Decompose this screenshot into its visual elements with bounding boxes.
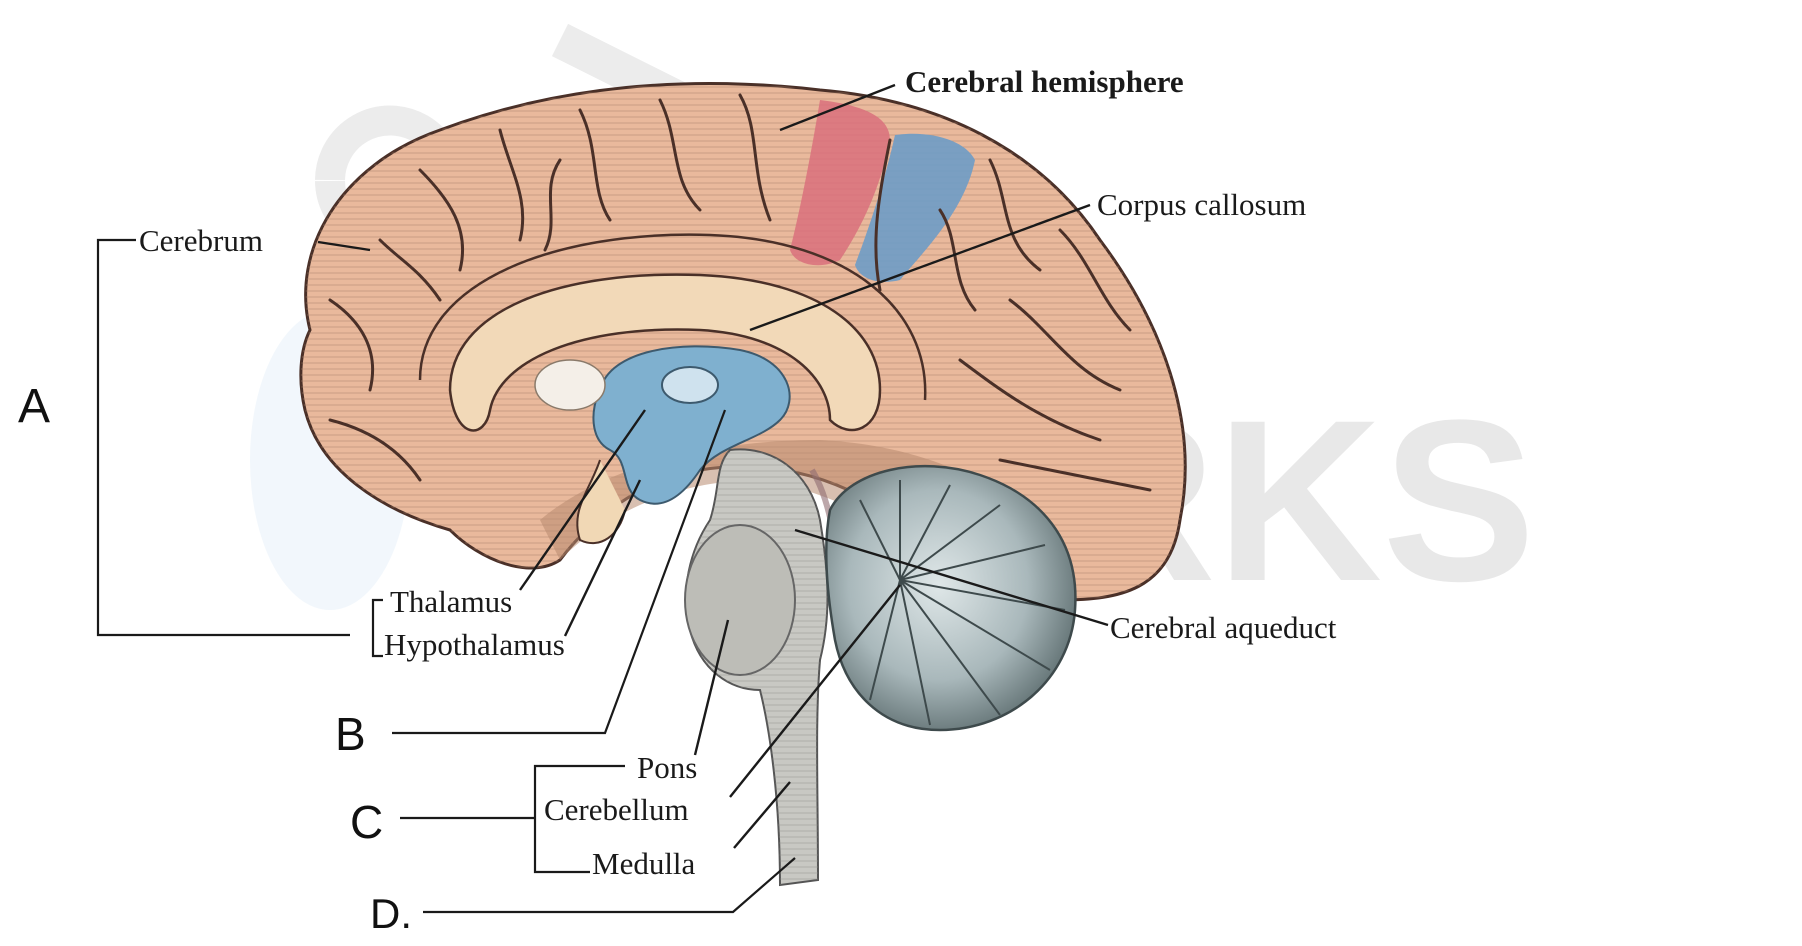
pons-leader: [693, 619, 730, 756]
b-leader: [392, 409, 727, 735]
d-leader: [423, 857, 796, 914]
medulla-label: Medulla: [592, 846, 696, 881]
cerebral-hemisphere-leader: [779, 83, 896, 132]
cerebral-aqueduct-label: Cerebral aqueduct: [1110, 610, 1337, 645]
cerebral-aqueduct-leader: [794, 528, 1109, 627]
cerebellum-leader: [729, 584, 901, 798]
medulla-leader: [733, 781, 791, 849]
cerebrum-leader: [317, 240, 371, 252]
pons-shape: [684, 524, 796, 676]
septum-region: [534, 359, 606, 411]
cerebellum-shape: [824, 464, 1077, 732]
interthalamic-adhesion: [661, 366, 719, 404]
handwritten-b: B: [335, 708, 366, 760]
cerebrum-label: Cerebrum: [139, 223, 263, 258]
bracket-a: [96, 238, 350, 637]
pons-label: Pons: [637, 750, 697, 785]
cerebral-hemisphere-label: Cerebral hemisphere: [905, 64, 1184, 99]
brain-illustration: [299, 82, 1187, 887]
sulci: [328, 93, 1152, 492]
cerebellum-label: Cerebellum: [544, 792, 689, 827]
sensory-strip: [855, 133, 975, 282]
labels: Cerebral hemisphere Corpus callosum Cere…: [18, 64, 1337, 937]
cingulate-gyrus-outline: [418, 233, 927, 401]
corpus-callosum-shape: [448, 273, 882, 432]
handwritten-d: D.: [370, 890, 412, 937]
hypothalamus-label: Hypothalamus: [384, 627, 565, 662]
thalamus-bracket: [371, 598, 383, 658]
handwritten-a: A: [18, 380, 50, 433]
hypothalamus-leader: [563, 479, 642, 637]
ventricle-shape: [592, 345, 791, 505]
corpus-callosum-label: Corpus callosum: [1097, 187, 1306, 222]
handwritten-c: C: [350, 796, 383, 848]
corpus-callosum-leader: [749, 203, 1091, 332]
thalamus-label: Thalamus: [390, 584, 512, 619]
thalamus-leader: [519, 409, 646, 591]
motor-strip: [790, 100, 890, 266]
